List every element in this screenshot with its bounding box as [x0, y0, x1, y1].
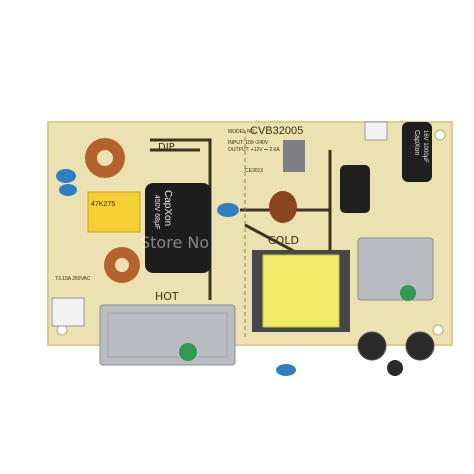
small-capacitor: [387, 360, 403, 376]
main-cap-rating: 450V 68μF: [153, 195, 160, 229]
small-capacitor: [405, 331, 435, 361]
silk-output: OUTPUT: +12V ⎓ 2.0A: [228, 147, 280, 153]
small-capacitor: [357, 331, 387, 361]
silk-model: CVB32005: [250, 125, 303, 137]
choke-inductor: [269, 191, 297, 223]
x-capacitor: [87, 191, 141, 233]
silk-model-prefix: MODEL NO.: [228, 129, 256, 135]
silk-hot: HOT: [155, 290, 179, 303]
thermal-pad: [179, 343, 197, 361]
aux-capacitor: [340, 165, 370, 213]
silk-cold: COLD: [268, 234, 299, 247]
y-capacitor: [276, 364, 296, 376]
output-connector: [364, 121, 388, 141]
out-cap-brand: CapXon: [413, 130, 420, 155]
toroid-core: [115, 258, 129, 272]
input-connector: [51, 297, 85, 327]
y-capacitor: [59, 184, 77, 196]
thermal-pad: [400, 285, 416, 301]
bridge-rectifier: [283, 140, 305, 172]
output-capacitor: [402, 122, 432, 182]
primary-heatsink: [99, 304, 236, 366]
y-capacitor: [56, 169, 76, 183]
main-capacitor: [145, 183, 211, 273]
heatsink-edge: [107, 312, 228, 358]
silk-fuse: T3.15A 250VAC: [55, 276, 91, 282]
x-cap-label: 47K275: [91, 201, 115, 208]
toroid-core: [97, 150, 113, 166]
mount-hole: [434, 129, 446, 141]
secondary-heatsink: [357, 237, 434, 301]
transformer-winding: [262, 254, 340, 328]
silk-input: INPUT: 100~240V: [228, 140, 269, 146]
mount-hole: [432, 324, 444, 336]
silk-code: CE3013: [245, 168, 263, 174]
out-cap-rating: 16V 1000μF: [422, 130, 428, 163]
y-capacitor: [217, 203, 239, 217]
silk-dip: DIP: [158, 142, 175, 153]
main-cap-brand: CapXon: [162, 190, 173, 226]
watermark: Store No: [140, 233, 209, 252]
